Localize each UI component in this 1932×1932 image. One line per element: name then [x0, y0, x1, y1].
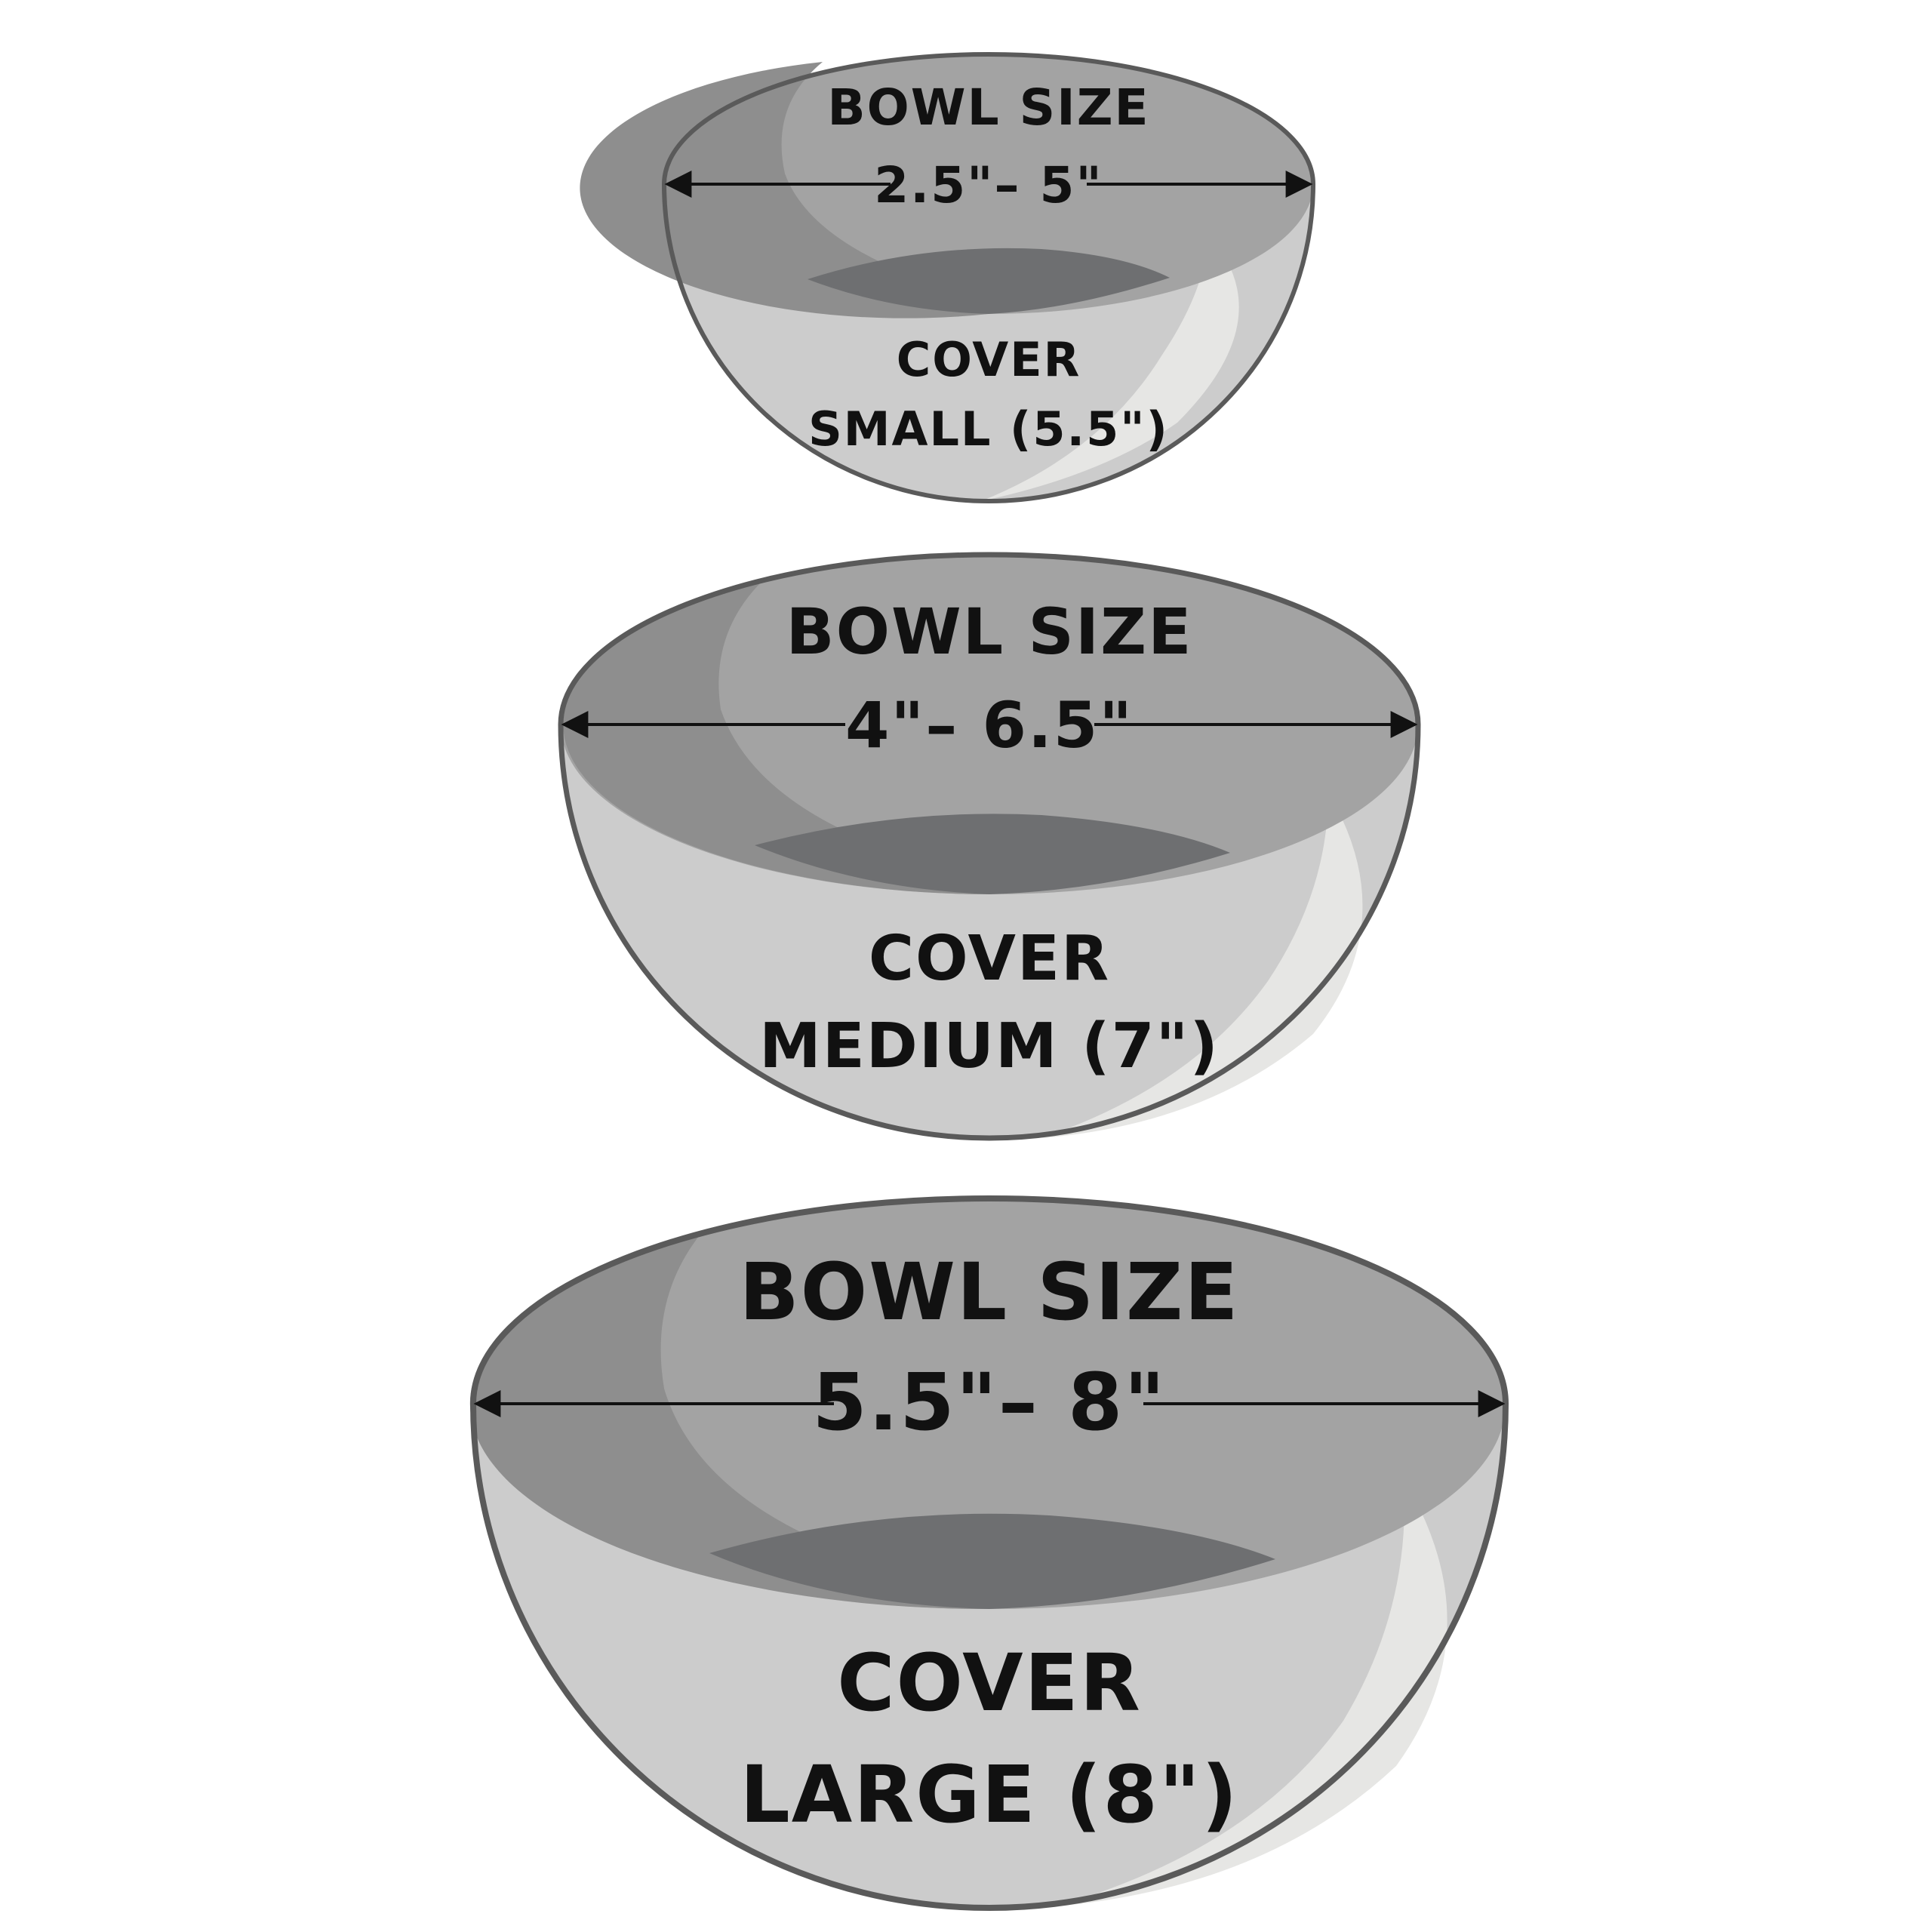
bowl-large-size-heading: BOWL SIZE [740, 1246, 1240, 1338]
bowl-medium-outline [558, 552, 1421, 1141]
bowl-small-cover-size: SMALL (5.5") [808, 401, 1169, 457]
bowl-small-outline [661, 52, 1316, 503]
bowl-medium-cover-size: MEDIUM (7") [759, 1011, 1220, 1082]
bowl-medium-range-backdrop [845, 688, 1094, 755]
bowl-small-size-heading: BOWL SIZE [827, 78, 1149, 137]
bowl-medium-size-heading: BOWL SIZE [786, 595, 1193, 669]
bowl-medium-highlight [1041, 792, 1363, 1138]
bowl-medium-inner-bottom [755, 814, 1230, 894]
bowl-large: BOWL SIZE 5.5"– 8" COVER LARGE (8") [469, 1195, 1509, 1911]
bowl-medium-interior-shadow [563, 581, 996, 894]
bowl-small: BOWL SIZE 2.5"– 5" COVER SMALL (5.5") [580, 52, 1316, 503]
bowl-large-size-range: 5.5"– 8" [812, 1356, 1166, 1448]
bowl-medium: BOWL SIZE 4"– 6.5" COVER MEDIUM (7") [558, 552, 1421, 1141]
bowl-small-size-range: 2.5"– 5" [874, 156, 1103, 214]
bowl-medium-size-range: 4"– 6.5" [845, 688, 1134, 762]
bowl-small-range-backdrop [891, 155, 1087, 210]
bowl-medium-cover-heading: COVER [869, 923, 1110, 995]
bowl-large-outline [469, 1195, 1509, 1911]
bowl-large-interior-shadow [469, 1232, 996, 1610]
bowl-small-cover-heading: COVER [897, 332, 1081, 387]
bowl-large-inner-bottom [709, 1513, 1275, 1609]
bowl-large-cover-size: LARGE (8") [740, 1749, 1238, 1841]
bowl-small-inner-bottom [808, 248, 1170, 314]
bowl-large-range-backdrop [834, 1358, 1143, 1443]
bowl-large-highlight [1057, 1479, 1447, 1906]
bowl-large-cover-heading: COVER [837, 1637, 1142, 1729]
